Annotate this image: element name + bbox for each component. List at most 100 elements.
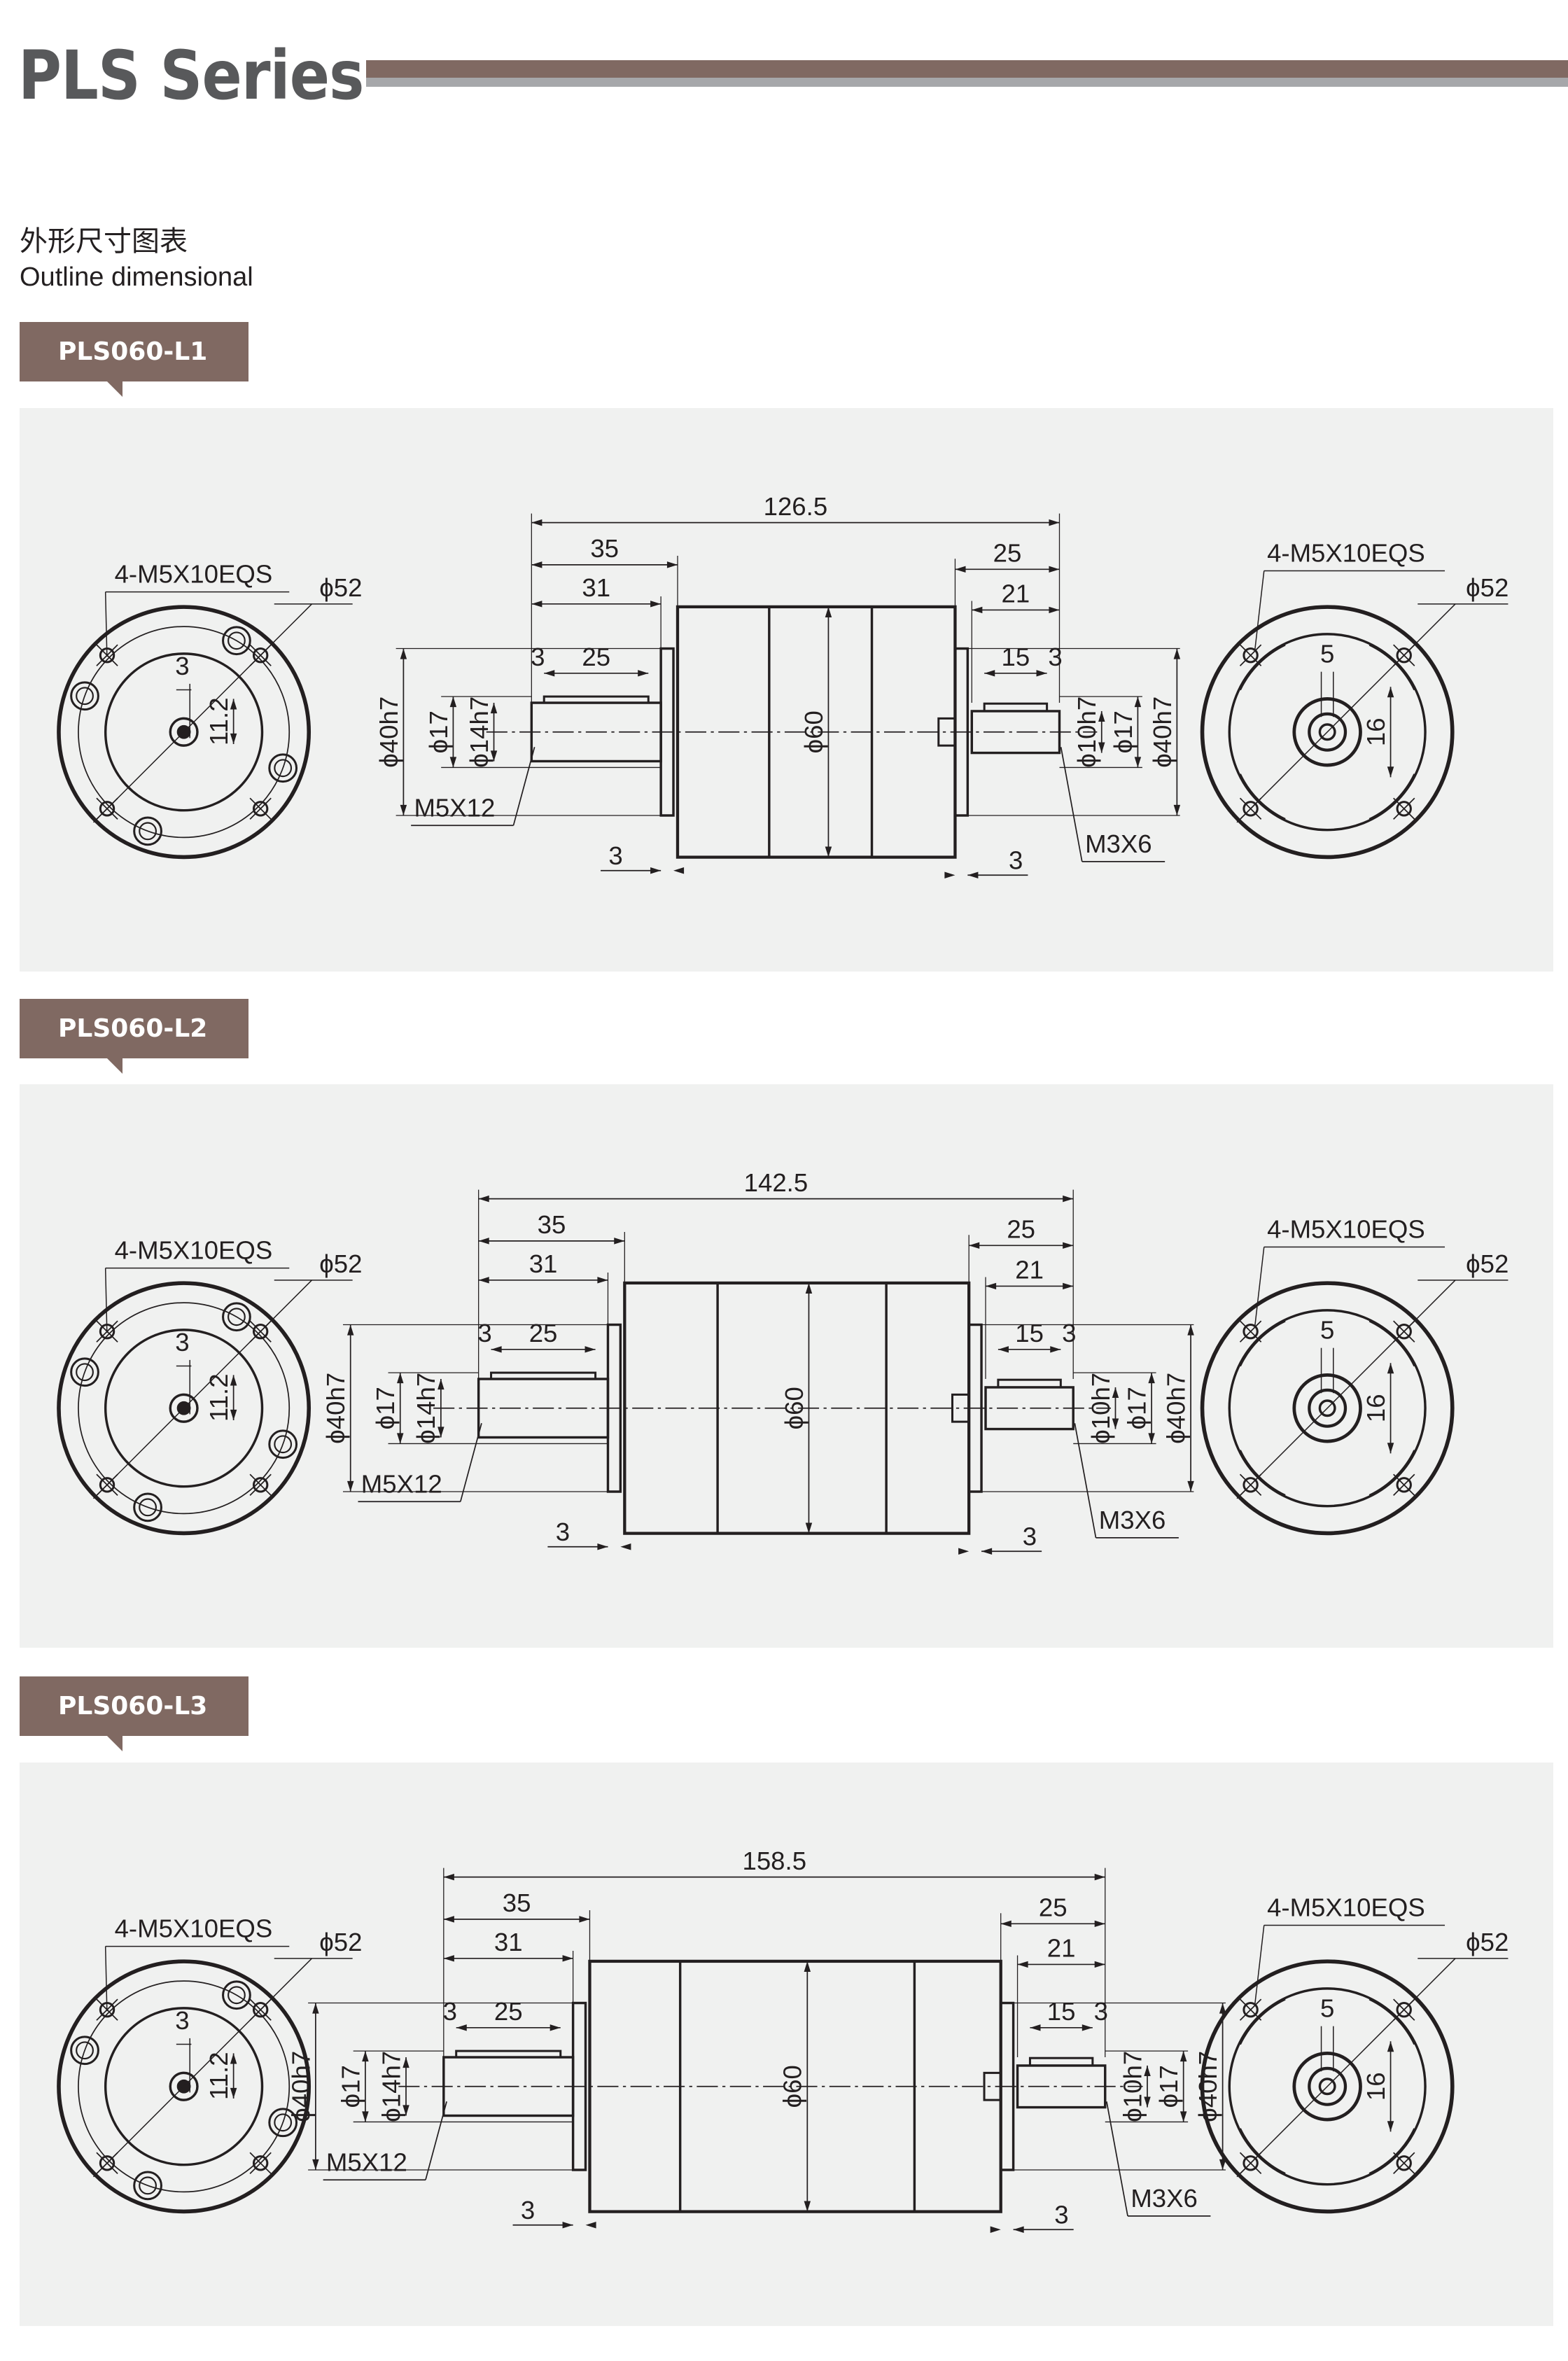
mount-hole-large (268, 753, 298, 783)
mount-hole-large-inner (274, 2113, 293, 2132)
tapped-hole (1242, 2155, 1259, 2171)
arrowhead (1063, 1195, 1074, 1203)
arrowhead (562, 1955, 573, 1962)
page-title: PLS Series (18, 36, 364, 115)
left-flange-pilot (104, 2007, 264, 2166)
dim-plate-out-label: 3 (1023, 1522, 1037, 1551)
arrowhead (597, 1543, 608, 1550)
arrowhead (443, 1873, 454, 1881)
arrowhead (1173, 648, 1181, 659)
output-tap-label: M3X6 (1099, 1506, 1166, 1534)
input-plate (571, 2001, 587, 2171)
right-flange-outer (1200, 1281, 1455, 1536)
dim-plate-in-label: 3 (521, 2196, 535, 2225)
arrowhead (312, 2003, 319, 2014)
arrowhead (967, 871, 979, 878)
arrowhead (400, 648, 407, 659)
arrowhead (1050, 1346, 1061, 1353)
arrowhead (825, 846, 832, 857)
arrowhead (990, 2226, 1001, 2233)
arrowhead (666, 561, 678, 568)
pcd-leader (1236, 603, 1456, 823)
holes-leader (104, 591, 108, 657)
arrowhead (1148, 1433, 1155, 1444)
tap-leader (460, 1423, 482, 1502)
arrowhead (544, 670, 555, 677)
dim-output-17-label: ϕ17 (1109, 710, 1138, 753)
input-key (490, 1371, 597, 1380)
left-pcd-label: ϕ52 (319, 1249, 362, 1278)
dim-total-length-label: 126.5 (764, 492, 828, 521)
right-shaft (1308, 2066, 1348, 2106)
right-flange-pilot (1228, 633, 1427, 832)
left-flange-pcd (78, 1302, 290, 1515)
right-bore (1318, 2078, 1336, 2096)
arrowhead (1180, 2051, 1187, 2062)
tap-leader (1074, 1423, 1097, 1539)
tapped-hole (252, 1477, 269, 1493)
arrowhead (804, 1961, 811, 1972)
arrowhead (1082, 2024, 1093, 2031)
tapped-hole (99, 801, 115, 817)
arrowhead (673, 867, 685, 874)
left-flange-pilot (104, 1329, 264, 1488)
output-key (1028, 2057, 1094, 2067)
dim-output-pilot-label: ϕ40h7 (1194, 2051, 1222, 2122)
pcd-leader (92, 603, 313, 823)
tapped-hole (1396, 1477, 1412, 1493)
mount-hole-large (70, 1357, 99, 1387)
pcd-leader (1236, 1958, 1456, 2178)
arrowhead (1094, 1873, 1105, 1881)
dim-output-key-label: 15 (1015, 1319, 1044, 1347)
dim-body-dia-label: ϕ60 (799, 710, 828, 753)
dim-output-pilot-label: ϕ40h7 (1161, 1373, 1190, 1444)
dim-output-key-offset-label: 3 (1094, 1997, 1108, 2026)
mount-hole-large (133, 816, 162, 846)
tapped-hole (252, 801, 269, 817)
arrowhead (402, 2057, 410, 2068)
dim-output-key-offset-label: 3 (1048, 643, 1062, 671)
left-pcd-label: ϕ52 (319, 1928, 362, 1956)
arrowhead (449, 696, 457, 708)
arrowhead (1036, 670, 1047, 677)
right-flange-pilot (1228, 1987, 1427, 2186)
dim-total-length-label: 142.5 (744, 1168, 808, 1197)
hole-mark (1393, 2152, 1415, 2175)
model-tag-l2: PLS060-L2 (20, 999, 248, 1074)
tapped-hole (252, 2155, 269, 2171)
mount-hole-large-inner (76, 1363, 94, 1382)
hole-mark (1239, 644, 1262, 666)
mount-hole-large-inner (227, 631, 246, 650)
input-key (455, 2050, 562, 2059)
arrowhead (490, 750, 498, 762)
dim-output-shaft-dia-label: ϕ10h7 (1086, 1373, 1115, 1444)
pcd-leader (92, 1958, 313, 2178)
arrowhead (620, 1543, 631, 1550)
arrowhead (825, 606, 832, 617)
hole-mark (249, 2152, 272, 2175)
left-flange-outer (57, 1959, 312, 2214)
tapped-hole (1396, 2155, 1412, 2171)
arrowhead (491, 1346, 502, 1353)
dim-body-dia-label: ϕ60 (780, 1387, 808, 1429)
hole-mark (1239, 1320, 1262, 1343)
dim-input-17-label: ϕ17 (371, 1387, 400, 1429)
right-key-height-label: 16 (1362, 1394, 1390, 1422)
mount-hole-large (222, 1302, 251, 1332)
left-holes-label: 4-M5X10EQS (115, 1236, 273, 1265)
dim-plate-in-label: 3 (556, 1518, 570, 1546)
arrowhead (478, 1238, 489, 1245)
holes-leader (1254, 1925, 1265, 2004)
right-pcd-label: ϕ52 (1466, 1928, 1508, 1956)
arrowhead (986, 1282, 997, 1290)
arrowhead (478, 1195, 489, 1203)
arrowhead (456, 2024, 467, 2031)
dim-output-shaft-dia-label: ϕ10h7 (1118, 2051, 1147, 2122)
title-bar-brown (366, 60, 1568, 78)
dim-plate-out-label: 3 (1054, 2201, 1068, 2229)
tapped-hole (1396, 1323, 1412, 1340)
arrowhead (597, 1277, 608, 1284)
arrowhead (397, 1373, 404, 1384)
